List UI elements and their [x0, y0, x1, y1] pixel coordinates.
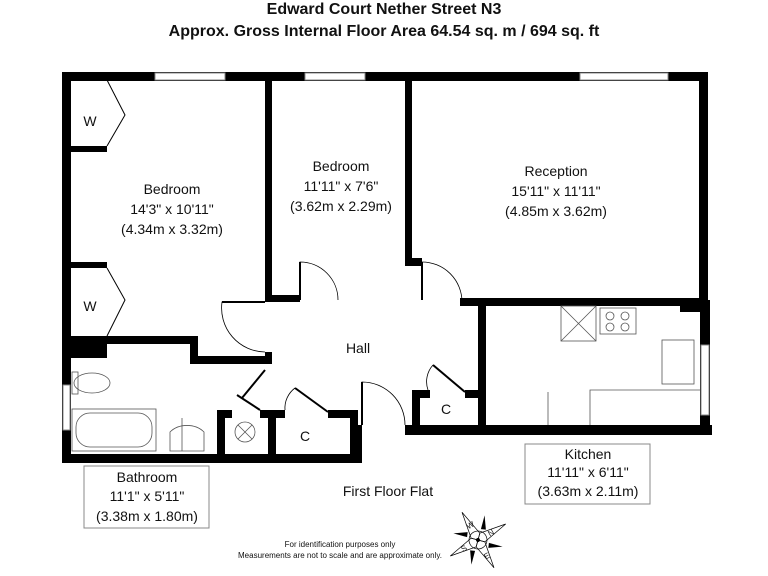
room-labels: Bedroom 14'3" x 10'11" (4.34m x 3.32m) Bed…	[83, 113, 607, 444]
svg-text:Kitchen: Kitchen	[565, 446, 612, 462]
kitchen-label: Kitchen 11'11" x 6'11" (3.63m x 2.11m)	[524, 443, 651, 505]
bedroom2-label: Bedroom 11'11" x 7'6" (3.62m x 2.29m)	[290, 158, 392, 214]
svg-text:E: E	[482, 551, 491, 561]
walls	[62, 72, 712, 463]
disclaimer-line-1: For identification purposes only	[285, 540, 396, 549]
svg-text:Bathroom: Bathroom	[117, 469, 178, 485]
svg-text:S: S	[460, 543, 469, 553]
plan-title: Edward Court Nether Street N3	[267, 1, 502, 18]
svg-text:N: N	[486, 528, 496, 539]
plan-subtitle: Approx. Gross Internal Floor Area 64.54 …	[169, 23, 600, 40]
cupboard-label: C	[441, 401, 451, 417]
disclaimer-line-2: Measurements are not to scale and are ap…	[238, 551, 442, 560]
svg-text:11'11" x 6'11": 11'11" x 6'11"	[547, 464, 628, 480]
svg-text:(3.63m x 2.11m): (3.63m x 2.11m)	[538, 483, 639, 499]
svg-text:Reception: Reception	[524, 163, 587, 179]
wardrobe-label: W	[83, 113, 97, 129]
svg-text:Bedroom: Bedroom	[144, 181, 201, 197]
compass-icon: W N S E	[450, 512, 506, 568]
fixtures	[71, 305, 700, 452]
svg-text:Bedroom: Bedroom	[313, 158, 370, 174]
bathroom-label: Bathroom 11'1" x 5'11" (3.38m x 1.80m)	[83, 465, 210, 529]
wardrobe-label: W	[83, 298, 97, 314]
svg-text:(4.34m x 3.32m): (4.34m x 3.32m)	[121, 221, 223, 237]
svg-text:11'1" x 5'11": 11'1" x 5'11"	[110, 488, 185, 504]
windows	[62, 72, 710, 431]
bedroom1-label: Bedroom 14'3" x 10'11" (4.34m x 3.32m)	[121, 181, 223, 237]
svg-text:(3.38m x 1.80m): (3.38m x 1.80m)	[96, 508, 198, 524]
cupboard-label: C	[300, 428, 310, 444]
svg-text:W: W	[465, 519, 476, 531]
hall-label: Hall	[346, 340, 370, 356]
reception-label: Reception 15'11" x 11'11" (4.85m x 3.62m)	[505, 163, 607, 219]
svg-text:(4.85m x 3.62m): (4.85m x 3.62m)	[505, 203, 607, 219]
svg-text:(3.62m x 2.29m): (3.62m x 2.29m)	[290, 198, 392, 214]
floor-label: First Floor Flat	[343, 483, 433, 499]
svg-text:14'3" x 10'11": 14'3" x 10'11"	[130, 201, 214, 217]
doors	[106, 79, 466, 426]
svg-text:15'11" x 11'11": 15'11" x 11'11"	[511, 183, 600, 199]
svg-text:11'11" x 7'6": 11'11" x 7'6"	[304, 178, 379, 194]
